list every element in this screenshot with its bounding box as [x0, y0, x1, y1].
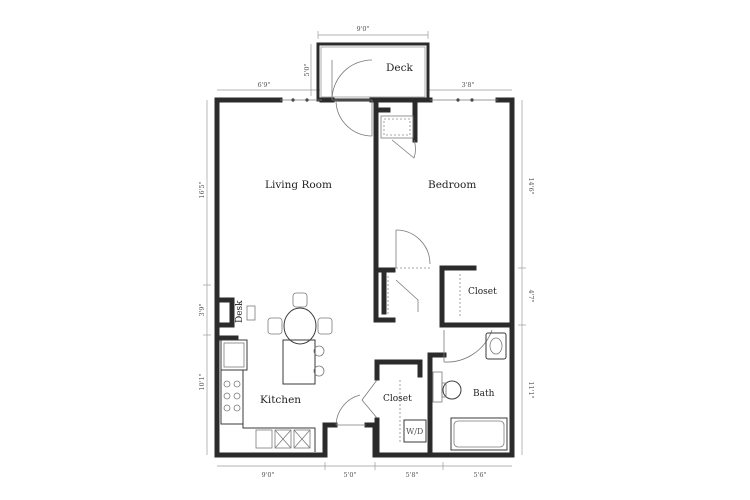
dim-left-kitchen: 10'1" — [198, 373, 206, 390]
kitchen-label: Kitchen — [260, 394, 301, 406]
dim-top-right: 3'8" — [461, 81, 474, 89]
desk-label: Desk — [235, 300, 245, 323]
fixtures — [220, 115, 508, 452]
dim-bottom-entry: 5'0" — [343, 471, 356, 479]
bedroom-closet-label: Closet — [468, 287, 497, 297]
bedroom-label: Bedroom — [428, 179, 476, 191]
dim-right-bedroom: 14'6" — [527, 177, 535, 194]
dim-bottom-bath: 5'6" — [473, 471, 486, 479]
dimension-lines — [203, 31, 526, 470]
dim-left-desk: 3'9" — [198, 303, 206, 316]
dim-top-left: 6'9" — [257, 81, 270, 89]
bath-label: Bath — [473, 389, 495, 399]
dimension-labels: 9'0" 5'0" 6'9" 3'8" 16'5" 3'9" 10'1" 14'… — [198, 25, 535, 479]
dim-deck-depth: 5'0" — [303, 63, 311, 76]
hall-closet-label: Closet — [383, 394, 412, 404]
living-room-label: Living Room — [265, 179, 332, 191]
dim-right-bath: 11'1" — [527, 381, 535, 398]
deck-label: Deck — [386, 62, 414, 74]
dim-right-closet: 4'7" — [527, 289, 535, 302]
interior-walls — [214, 97, 515, 458]
doors — [331, 59, 493, 426]
dim-bottom-closet: 5'8" — [405, 471, 418, 479]
windows — [280, 98, 498, 102]
room-labels: Deck Living Room Bedroom Closet Desk Kit… — [235, 62, 497, 436]
dim-bottom-kitchen: 9'0" — [261, 471, 274, 479]
washer-dryer-label: W/D — [406, 427, 423, 436]
dim-left-living: 16'5" — [198, 181, 206, 198]
dim-deck-width: 9'0" — [356, 25, 369, 33]
